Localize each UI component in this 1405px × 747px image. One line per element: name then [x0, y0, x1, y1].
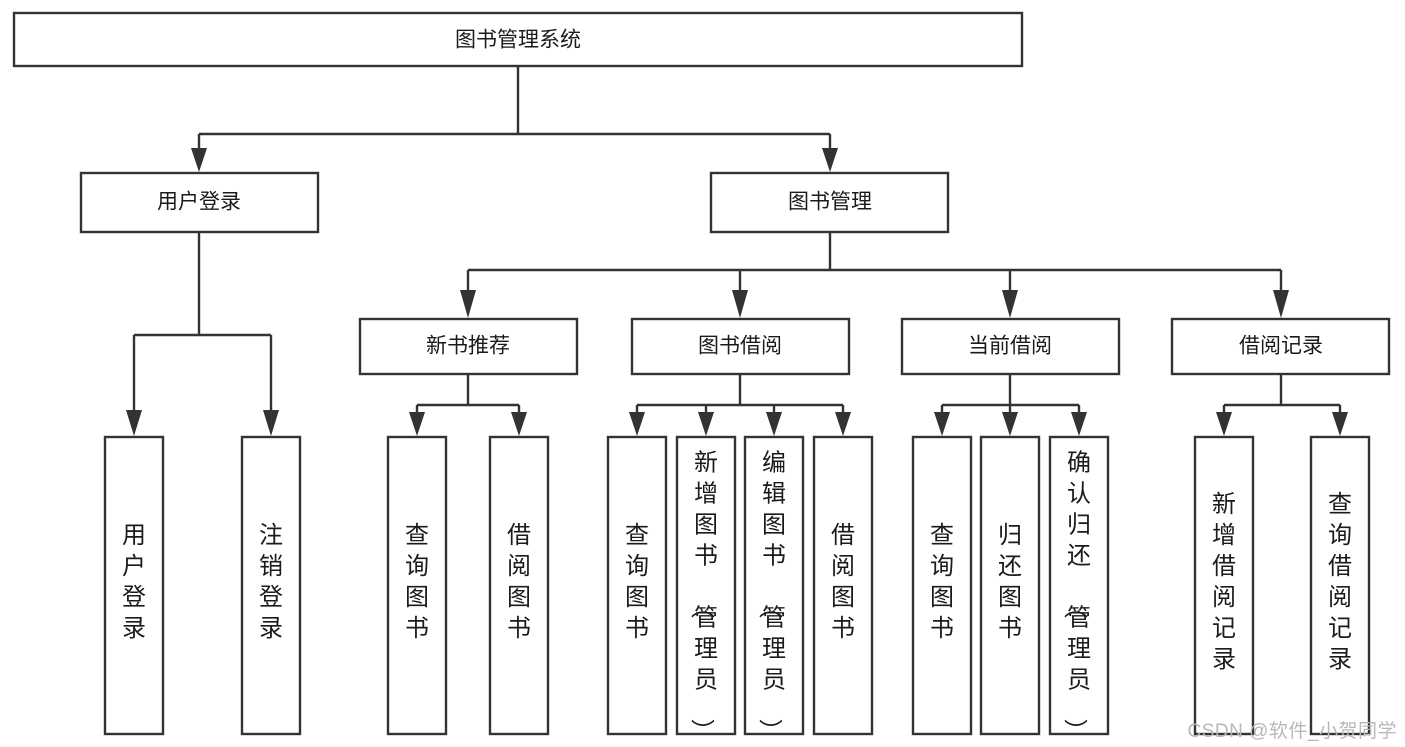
arrow-head-leaf-new-book-rec-1 — [511, 412, 527, 436]
node-new-book-rec[interactable]: 新书推荐 — [358, 317, 579, 376]
leaf-new-book-rec-1-label: 借阅图书 — [507, 522, 531, 642]
node-book-manage-box[interactable] — [709, 171, 950, 234]
arrow-head-leaf-borrow-record-0 — [1216, 412, 1232, 436]
arrow-head-leaf-book-borrow-3 — [835, 412, 851, 436]
node-user-login-label: 用户登录 — [157, 191, 241, 214]
leaf-borrow-record-1-label: 查询借阅记录 — [1328, 491, 1352, 673]
leaf-node[interactable] — [979, 435, 1041, 736]
leaf-text-layer: 用户登录 注销登录 查询图书 借阅图书 查询图书 新增图书（管理员） 编辑图书（管理员） 借阅… — [122, 450, 1352, 743]
arrow-head-leaf-book-borrow-0 — [629, 412, 645, 436]
leaf-book-borrow-3-label: 借阅图书 — [831, 522, 855, 642]
leaf-book-borrow-2-box[interactable] — [743, 435, 805, 736]
leaf-book-borrow-2-label: 编辑图书（管理员） — [756, 450, 786, 743]
arrow-head-leaf-user-login-0 — [126, 410, 142, 436]
arrow-head-leaf-current-borrow-0 — [934, 412, 950, 436]
arrow-head-leaf-user-login-1 — [263, 410, 279, 436]
leaf-new-book-rec-1-box[interactable] — [488, 435, 550, 736]
node-user-login[interactable]: 用户登录 — [79, 171, 320, 234]
leaf-book-borrow-3-box[interactable] — [812, 435, 874, 736]
arrow-head-leaf-book-borrow-1 — [698, 412, 714, 436]
leaf-node[interactable] — [675, 435, 737, 736]
node-current-borrow[interactable]: 当前借阅 — [900, 317, 1121, 376]
leaf-book-borrow-1-label: 新增图书（管理员） — [688, 450, 718, 743]
arrow-head-book-manage — [822, 148, 838, 172]
node-book-manage[interactable]: 图书管理 — [709, 171, 950, 234]
node-new-book-rec-box[interactable] — [358, 317, 579, 376]
node-borrow-record-box[interactable] — [1170, 317, 1391, 376]
arrow-head-leaf-borrow-record-1 — [1332, 412, 1348, 436]
leaf-node[interactable] — [812, 435, 874, 736]
leaf-node[interactable] — [103, 435, 165, 736]
leaf-borrow-record-1-box[interactable] — [1309, 435, 1371, 736]
node-root[interactable]: 图书管理系统 — [12, 11, 1024, 68]
leaf-borrow-record-0-label: 新增借阅记录 — [1212, 491, 1236, 673]
arrow-head-leaf-new-book-rec-0 — [409, 412, 425, 436]
leaf-current-borrow-0-label: 查询图书 — [930, 522, 954, 642]
node-user-login-box[interactable] — [79, 171, 320, 234]
node-root-box[interactable] — [12, 11, 1024, 68]
arrow-head-current-borrow — [1002, 290, 1018, 318]
arrow-head-borrow-record — [1273, 290, 1289, 318]
node-book-borrow-label: 图书借阅 — [698, 335, 782, 358]
leaf-node[interactable] — [240, 435, 302, 736]
leaf-new-book-rec-0-box[interactable] — [386, 435, 448, 736]
leaf-node[interactable] — [386, 435, 448, 736]
leaf-current-borrow-2-box[interactable] — [1048, 435, 1110, 736]
leaf-user-login-1-label: 注销登录 — [259, 522, 283, 642]
leaf-node[interactable] — [911, 435, 973, 736]
leaf-user-login-0-box[interactable] — [103, 435, 165, 736]
leaf-node[interactable] — [606, 435, 668, 736]
node-borrow-record[interactable]: 借阅记录 — [1170, 317, 1391, 376]
leaf-node[interactable] — [1193, 435, 1255, 736]
leaf-user-login-1-box[interactable] — [240, 435, 302, 736]
leaf-current-borrow-1-box[interactable] — [979, 435, 1041, 736]
node-book-manage-label: 图书管理 — [788, 191, 872, 214]
node-borrow-record-label: 借阅记录 — [1239, 335, 1323, 358]
arrow-head-leaf-current-borrow-2 — [1071, 412, 1087, 436]
node-root-label: 图书管理系统 — [455, 29, 581, 52]
node-book-borrow-box[interactable] — [630, 317, 851, 376]
leaf-user-login-0-label: 用户登录 — [122, 522, 146, 642]
connector-layer — [126, 66, 1348, 436]
leaf-book-borrow-0-box[interactable] — [606, 435, 668, 736]
leaf-node[interactable] — [1048, 435, 1110, 736]
leaf-node[interactable] — [743, 435, 805, 736]
leaf-current-borrow-1-label: 归还图书 — [998, 522, 1022, 642]
arrow-head-book-borrow — [732, 290, 748, 318]
arrow-head-leaf-book-borrow-2 — [766, 412, 782, 436]
leaf-current-borrow-2-label: 确认归还（管理员） — [1061, 450, 1091, 743]
leaf-book-borrow-1-box[interactable] — [675, 435, 737, 736]
arrow-head-leaf-current-borrow-1 — [1002, 412, 1018, 436]
leaf-current-borrow-0-box[interactable] — [911, 435, 973, 736]
leaf-book-borrow-0-label: 查询图书 — [625, 522, 649, 642]
node-current-borrow-label: 当前借阅 — [968, 335, 1052, 358]
node-book-borrow[interactable]: 图书借阅 — [630, 317, 851, 376]
node-new-book-rec-label: 新书推荐 — [426, 335, 510, 358]
leaf-node[interactable] — [1309, 435, 1371, 736]
arrow-head-new-book-rec — [460, 290, 476, 318]
leaf-borrow-record-0-box[interactable] — [1193, 435, 1255, 736]
node-current-borrow-box[interactable] — [900, 317, 1121, 376]
leaf-new-book-rec-0-label: 查询图书 — [405, 522, 429, 642]
arrow-head-user-login — [191, 148, 207, 172]
leaf-node[interactable] — [488, 435, 550, 736]
